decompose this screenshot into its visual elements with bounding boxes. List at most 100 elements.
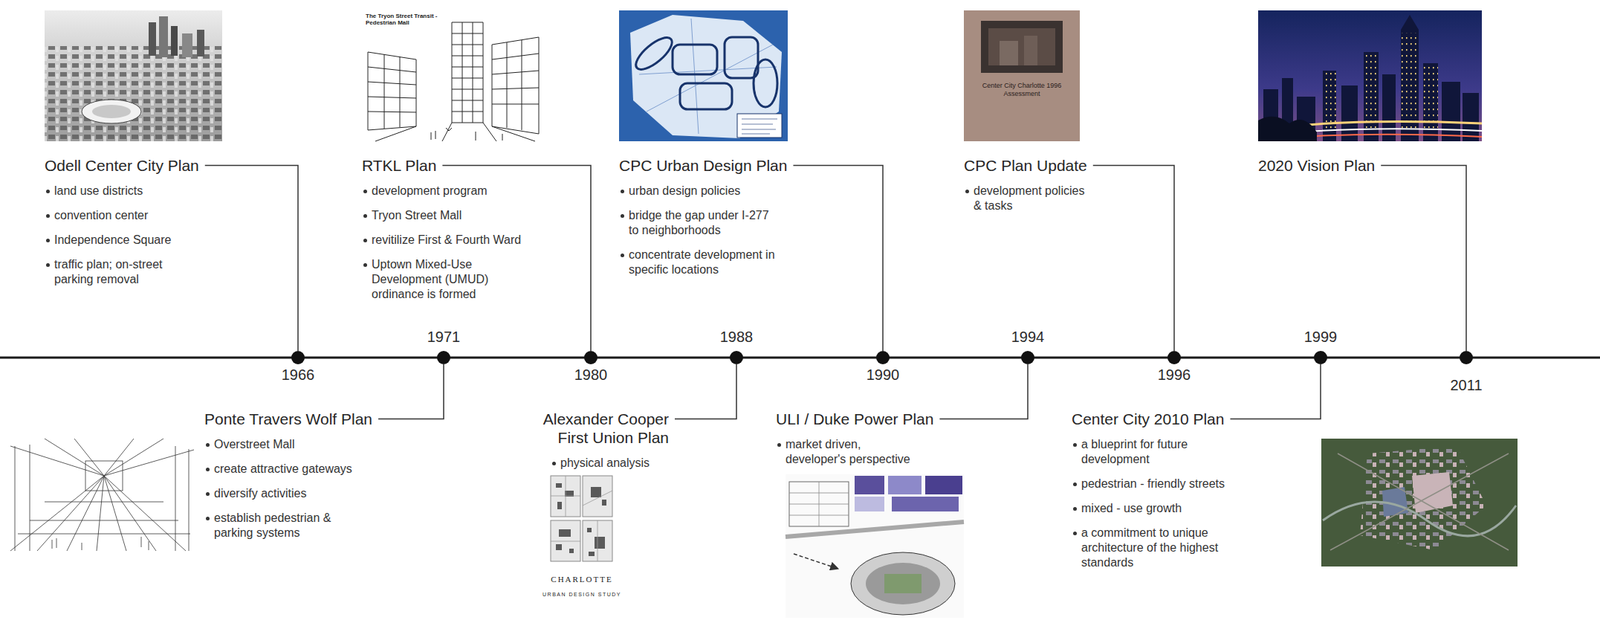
bullet-dot: [363, 238, 368, 243]
bullet-item: establish pedestrian & parking systems: [204, 510, 363, 541]
bullet-item: land use districts: [44, 183, 196, 199]
bullet-list: land use districtsconvention centerIndep…: [44, 183, 196, 287]
study-maps: [558, 529, 571, 537]
site-plan: [865, 562, 941, 605]
bullet-text: convention center: [54, 208, 148, 222]
study-maps: [582, 475, 613, 517]
site-plan: [891, 496, 959, 512]
site-plan: [789, 481, 849, 527]
year-dot: [1313, 350, 1328, 365]
district-map: [679, 83, 733, 110]
site-plan: [884, 573, 922, 594]
year-label: 1990: [866, 365, 900, 384]
skyline-photo: [1462, 92, 1479, 142]
model-photo: [44, 46, 223, 142]
plan-title: CPC Urban Design Plan: [619, 156, 787, 175]
bullet-text: bridge the gap under I-277 to neighborho…: [628, 208, 770, 237]
bullet-text: Overstreet Mall: [214, 437, 295, 451]
bullet-item: mixed - use growth: [1071, 500, 1247, 516]
district-map: [630, 14, 782, 139]
image-caption: URBAN DESIGN STUDY: [542, 590, 622, 598]
bullet-item: convention center: [44, 208, 196, 223]
atrium-sketch: [85, 460, 123, 491]
skyline-photo: [1400, 32, 1419, 130]
leader-lines: [205, 165, 1467, 420]
study-maps: [557, 501, 562, 510]
bullet-dot: [205, 516, 210, 521]
bullet-item: traffic plan; on-street parking removal: [44, 257, 196, 287]
street-sketch: [375, 122, 536, 142]
bullet-text: revitilize First & Fourth Ward: [371, 233, 521, 246]
model-photo: [81, 99, 142, 124]
atrium-sketch: [10, 475, 186, 551]
bullet-dot: [46, 189, 50, 194]
bullet-item: bridge the gap under I-277 to neighborho…: [619, 208, 778, 238]
study-maps: [601, 499, 607, 506]
bullet-item: Tryon Street Mall: [361, 208, 532, 223]
plan-title: Alexander Cooper First Union Plan: [520, 409, 669, 447]
bullet-dot: [46, 238, 50, 243]
plan-entry: Center City 2010 Plana blueprint for fut…: [1071, 409, 1247, 580]
model-photo: [196, 29, 205, 57]
leader-line: [674, 363, 737, 420]
plan-title: CPC Plan Update: [963, 156, 1088, 175]
site-plan: [925, 475, 963, 495]
study-maps: [555, 483, 562, 488]
bullet-dot: [777, 442, 782, 447]
bullet-item: a commitment to unique architecture of t…: [1071, 525, 1247, 570]
district-map: [630, 32, 778, 110]
skyline-photo: [1258, 116, 1317, 142]
leader-line: [939, 363, 1028, 420]
district-map: [672, 44, 718, 75]
atrium-sketch: [10, 438, 194, 551]
bullet-dot: [620, 253, 625, 258]
bullet-dot: [46, 214, 50, 218]
plan-entry: 2020 Vision Plan: [1258, 156, 1375, 175]
site-plan: [785, 474, 964, 618]
year-dot: [729, 350, 744, 365]
district-map: [619, 10, 788, 142]
leader-line: [1093, 165, 1175, 353]
plan-title: ULI / Duke Power Plan: [775, 409, 934, 429]
bullet-text: Tryon Street Mall: [371, 208, 462, 222]
image-caption: The Tryon Street Transit - Pedestrian Ma…: [365, 12, 440, 27]
aerial-photo: [1321, 438, 1518, 567]
study-maps: [555, 483, 607, 556]
aerial-photo: [1359, 445, 1487, 550]
year-label: 2011: [1449, 376, 1482, 394]
study-maps: [555, 543, 562, 550]
report-cover: [988, 28, 1056, 66]
study-maps: [590, 486, 602, 498]
study-maps: [587, 527, 592, 533]
bullet-text: urban design policies: [628, 184, 741, 197]
report-cover: [999, 40, 1019, 66]
bullet-text: mixed - use growth: [1081, 501, 1182, 515]
model-photo: [44, 10, 223, 142]
report-cover: [963, 10, 1080, 142]
plan-title: Center City 2010 Plan: [1071, 409, 1224, 429]
model-photo: [170, 26, 178, 56]
site-plan: [854, 475, 885, 495]
leader-line: [1380, 165, 1467, 353]
image-caption: CHARLOTTE: [550, 573, 613, 585]
site-plan: [785, 474, 964, 618]
plan-entry: RTKL Plandevelopment programTryon Street…: [361, 156, 532, 312]
bullet-text: create attractive gateways: [214, 462, 353, 475]
site-plan: [888, 475, 922, 495]
year-label: 1996: [1157, 365, 1192, 384]
study-maps: [569, 548, 574, 553]
bullet-dot: [620, 189, 625, 194]
plan-entry: CPC Urban Design Plan urban design polici…: [619, 156, 787, 287]
bullet-dot: [205, 491, 210, 496]
site-plan: [854, 496, 885, 512]
leader-line: [205, 165, 299, 353]
site-plan: [785, 521, 964, 537]
skyline-photo: [1258, 10, 1482, 142]
atrium-sketch: [52, 536, 149, 550]
bullet-text: land use districts: [54, 184, 143, 197]
skyline-photo: [1341, 85, 1358, 142]
bullet-dot: [1073, 531, 1077, 536]
year-dot: [1021, 350, 1035, 365]
report-cover: [980, 20, 1063, 73]
year-dot: [876, 350, 890, 365]
